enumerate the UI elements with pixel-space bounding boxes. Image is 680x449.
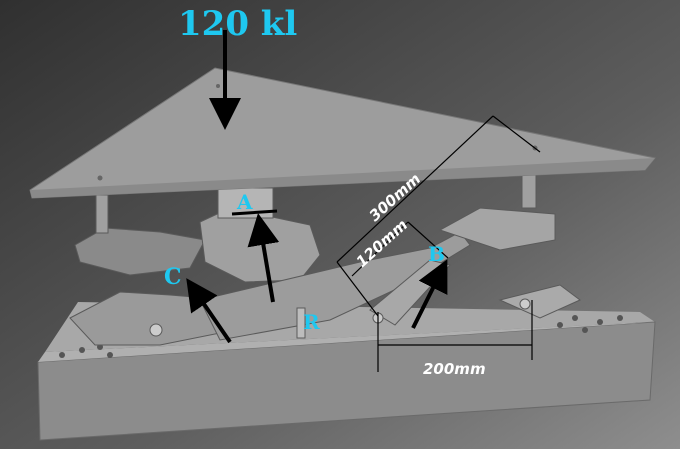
arrow-a	[247, 213, 280, 303]
force-arrows	[186, 30, 448, 344]
point-r-label: R	[303, 310, 320, 334]
point-c-label: C	[164, 264, 182, 290]
arrow-c	[186, 278, 232, 344]
arrow-b	[411, 259, 448, 329]
point-a-label: A	[236, 190, 253, 214]
point-b-label: B	[428, 242, 445, 266]
dimension-lines	[336, 115, 541, 372]
bar-a	[231, 209, 278, 216]
dimension-200mm: 200mm	[423, 360, 486, 378]
top-plate	[29, 67, 656, 199]
load-label: 120 kl	[178, 4, 297, 44]
